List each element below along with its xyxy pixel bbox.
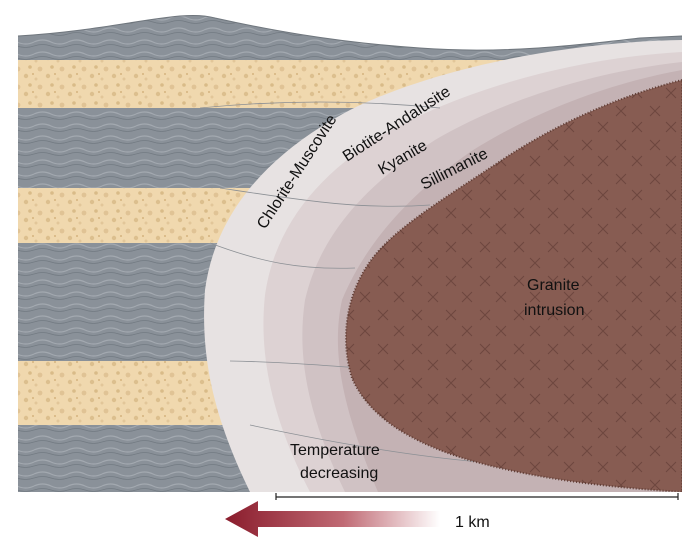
label-granite: Granite <box>527 277 580 294</box>
label-temperature: Temperature <box>290 442 380 459</box>
label-intrusion: intrusion <box>524 302 584 319</box>
scale-bar-label: 1 km <box>455 514 490 531</box>
label-decreasing: decreasing <box>300 465 378 482</box>
temperature-decreasing-arrow <box>225 501 440 537</box>
